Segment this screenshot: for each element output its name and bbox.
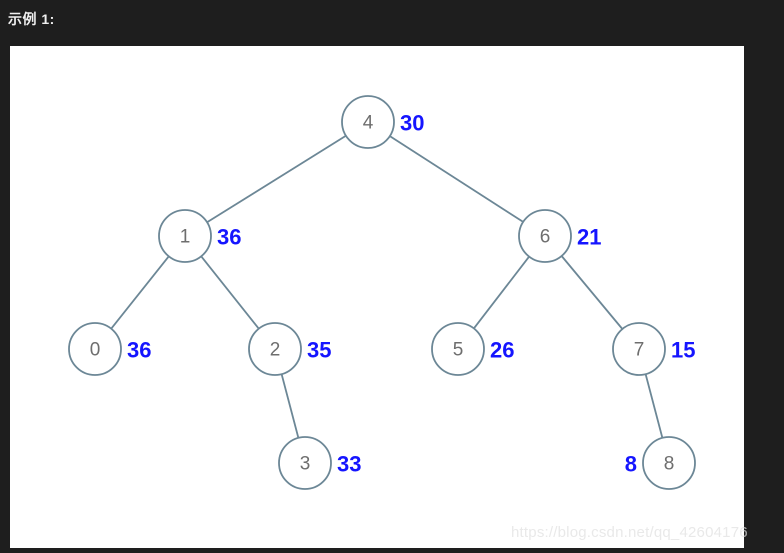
tree-node-label: 33 [337,452,361,477]
tree-node-value: 3 [300,454,311,475]
tree-node-value: 1 [180,227,191,248]
tree-node-label: 21 [577,225,601,250]
tree-edge [200,255,260,330]
tree-node-label: 8 [625,452,637,477]
tree-node[interactable]: 5 26 [431,322,514,376]
tree-node-label: 35 [307,338,331,363]
tree-node-label: 30 [400,111,424,136]
tree-node[interactable]: 88 [625,436,696,490]
tree-edge [473,256,530,329]
tree-node-value: 0 [90,340,101,361]
tree-node[interactable]: 7 15 [612,322,695,376]
tree-node-circle [431,322,485,376]
tree-node-circle [278,436,332,490]
tree-node-circle [248,322,302,376]
tree-node-value: 4 [363,113,374,134]
tree-node[interactable]: 0 36 [68,322,151,376]
tree-node-label: 15 [671,338,695,363]
tree-node-circle [341,95,395,149]
tree-edge [644,373,664,439]
tree-node-label: 36 [127,338,151,363]
tree-node-label: 26 [490,338,514,363]
tree-edge [280,373,300,439]
tree-edge [206,134,347,224]
tree-edges [110,134,664,439]
tree-node-value: 8 [664,454,675,475]
watermark-text-overflow: https://blog.csdn.net/qq_42604176 [744,524,748,541]
tree-edge [560,255,624,330]
tree-node-value: 6 [540,227,551,248]
tree-node-value: 7 [634,340,645,361]
tree-node-circle [642,436,696,490]
tree-node[interactable]: 6 21 [518,209,601,263]
tree-node-value: 2 [270,340,281,361]
page-title: 示例 1: [8,11,55,27]
tree-node-circle [68,322,122,376]
tree-node-value: 5 [453,340,464,361]
tree-node-circle [518,209,572,263]
tree-node-circle [158,209,212,263]
tree-edge [110,255,170,330]
tree-edge [389,135,524,223]
watermark-text: https://blog.csdn.net/qq_42604176 [511,524,748,541]
tree-node[interactable]: 4 30 [341,95,424,149]
tree-node[interactable]: 1 36 [158,209,241,263]
tree-node-label: 36 [217,225,241,250]
tree-node[interactable]: 2 35 [248,322,331,376]
tree-node-circle [612,322,666,376]
